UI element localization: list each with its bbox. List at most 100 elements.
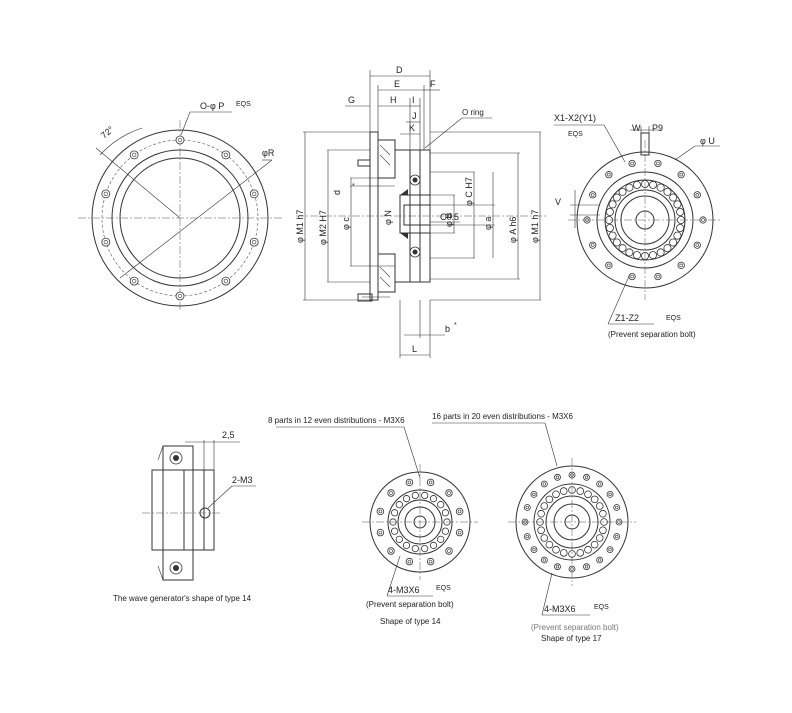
roller [429, 495, 438, 503]
hole-inner [457, 509, 462, 514]
hole [455, 507, 464, 516]
roller [669, 238, 678, 247]
roller [395, 501, 403, 509]
hole-inner [597, 482, 602, 486]
hole-inner [447, 549, 451, 553]
flange-hole-inner [132, 279, 137, 284]
flange-hole-inner [177, 137, 183, 143]
roller [669, 193, 678, 202]
roller [608, 231, 617, 240]
hole [583, 473, 590, 481]
type17-callout: 16 parts in 20 even distributions - M3X6 [432, 412, 574, 421]
roller [605, 224, 614, 233]
roller [537, 509, 545, 518]
flange-hole [221, 150, 231, 160]
flange-hole-inner [252, 191, 257, 196]
mount-hole [654, 159, 662, 168]
dim-V: V [555, 197, 561, 207]
roller [599, 526, 607, 535]
type17-eqs: EQS [594, 604, 609, 611]
dim-P9: P9 [652, 123, 663, 133]
dim-M1-right: φ M1 h7 [530, 210, 540, 243]
roller [552, 490, 560, 499]
roller [559, 549, 568, 557]
hole [606, 490, 614, 498]
flange-hole [249, 237, 259, 247]
flange-hole-inner [177, 293, 183, 299]
flange-hole [221, 276, 231, 286]
roller [649, 180, 658, 189]
roller [429, 541, 438, 549]
mount-hole [677, 171, 685, 179]
roller [595, 534, 604, 542]
radius-label: φR [262, 148, 275, 158]
type14-eqs: EQS [436, 585, 451, 592]
dim-2-5: 2,5 [222, 430, 235, 440]
roller [411, 491, 419, 500]
flange-hole [175, 135, 185, 145]
roller [441, 509, 449, 517]
mount-hole [654, 272, 662, 281]
hole-inner [389, 549, 393, 553]
type14-callout: 8 parts in 12 even distributions - M3X6 [268, 416, 405, 425]
hole-inner [584, 475, 589, 479]
hole [387, 489, 395, 497]
flange-front-view: φR O-φ P EQS 72° [78, 101, 282, 312]
hole [613, 533, 621, 540]
mount-hole-inner [590, 243, 595, 247]
roller [540, 534, 549, 542]
hole [596, 556, 604, 564]
hole [376, 507, 385, 516]
mount-hole [605, 261, 613, 269]
roller [402, 495, 411, 503]
hole [405, 557, 414, 566]
hole-inner [597, 558, 602, 562]
hole [523, 504, 531, 511]
roller [590, 495, 599, 504]
roller [663, 244, 672, 253]
type14-view: 8 parts in 12 even distributions - M3X6 … [268, 416, 478, 626]
mount-hole-inner [679, 172, 683, 177]
hole-inner [584, 565, 589, 569]
hole [540, 480, 548, 488]
dim-B: φ B [444, 213, 454, 227]
mount-hole-inner [695, 243, 700, 247]
hole [426, 557, 435, 566]
type14-note: (Prevent separation bolt) [366, 600, 454, 609]
sep-note: (Prevent separation bolt) [608, 330, 696, 339]
hole-inner [525, 505, 529, 510]
dim-D: D [396, 65, 403, 75]
section-view: φ M1 h7 φ M2 H7 φ c φ M1 h7 φ A h6 φ a φ… [295, 65, 548, 358]
dim-M1-left: φ M1 h7 [295, 210, 305, 243]
holes-label: O-φ P [200, 101, 224, 111]
hole-inner [389, 491, 393, 495]
flange-hole-inner [223, 279, 228, 284]
roller [618, 244, 627, 253]
dim-b: b [445, 324, 450, 334]
flange-hole [129, 150, 139, 160]
hole [554, 473, 561, 481]
flange-hole-inner [132, 152, 137, 157]
flange-hole-inner [252, 240, 257, 245]
hole [445, 547, 453, 555]
flange-hole [101, 189, 111, 199]
type14-bolt-label: 4-M3X6 [388, 585, 420, 595]
roller [625, 248, 634, 257]
hole-inner [555, 475, 560, 479]
hole [405, 478, 414, 487]
hole [540, 556, 548, 564]
hole-inner [532, 492, 536, 497]
dim-c: φ c [341, 217, 351, 230]
mount-hole-inner [630, 274, 634, 279]
dim-A: φ A h6 [508, 217, 518, 243]
dim-J: J [412, 111, 417, 121]
roller [663, 187, 672, 196]
dim-G: G [348, 95, 355, 105]
roller [559, 487, 568, 495]
roller [625, 183, 634, 192]
hole [455, 528, 464, 537]
hole [376, 528, 385, 537]
output-side-view: W P9 V X1-X2(Y1) EQS φ U Z1-Z2 EQS (Prev… [554, 113, 722, 339]
flange-hole-inner [223, 152, 228, 157]
hole-inner [378, 530, 383, 535]
